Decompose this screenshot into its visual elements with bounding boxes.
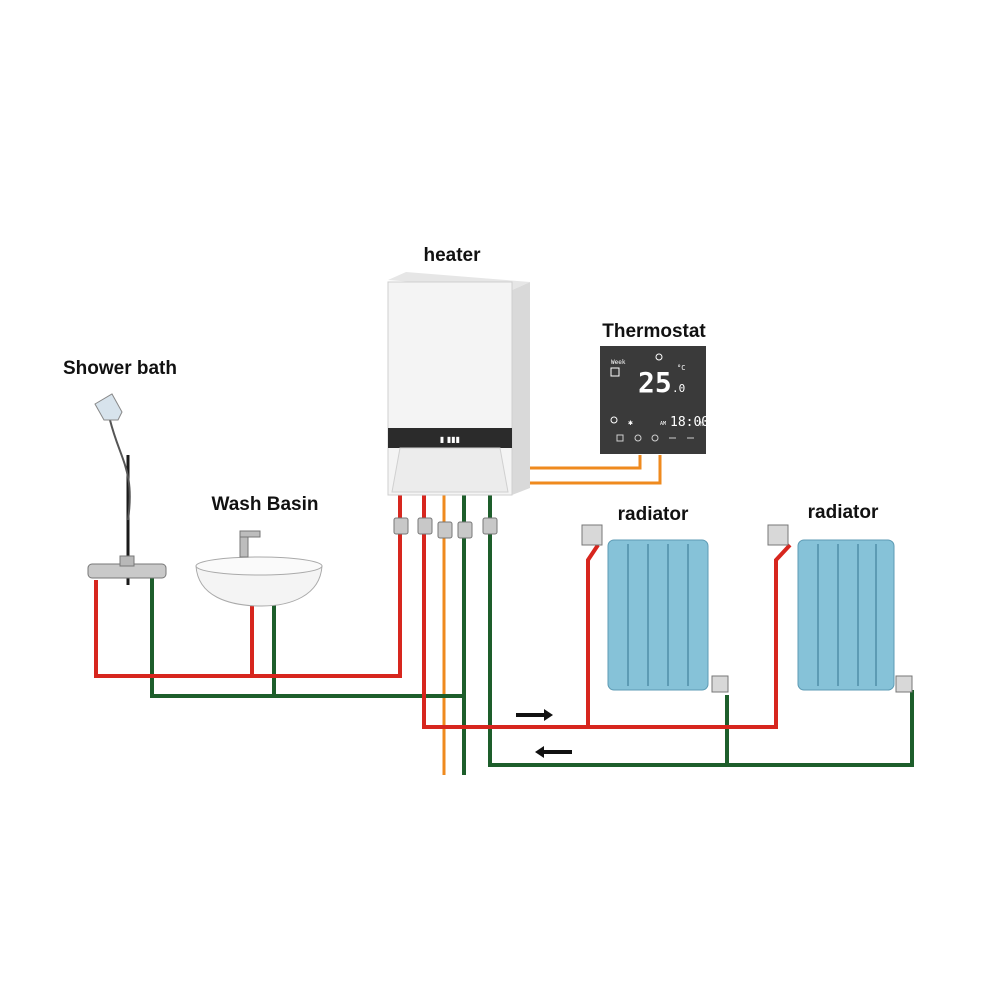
thermostat-time: 18:00 [670,415,709,430]
thermostat-menu-button [616,434,624,442]
radiator-2-outlet-valve [895,675,913,693]
supply-flow-arrow [516,709,553,721]
radiator-2-body [797,539,895,691]
valve-2 [417,517,433,535]
supply-pipe-left [94,495,402,678]
basin-bowl [195,565,323,607]
label-radiator-2: radiator [808,502,879,523]
radiator-1-supply-riser [586,543,600,727]
radiator-2-inlet-valve [767,524,789,546]
heater-side [512,282,530,495]
label-heater: heater [423,245,481,266]
thermostat-am-label: AM [660,421,666,427]
valve-4 [457,521,473,539]
control-wire-upper [510,455,642,470]
supply-pipes [94,495,792,729]
heater-control-panel [388,428,512,448]
thermostat-temperature: 25 [638,366,672,399]
radiator-supply-pipe [422,495,792,729]
return-pipe-left [150,578,464,698]
basin-rim [195,556,323,576]
heater-unit: ▮ ▮▮▮ [387,272,530,496]
thermostat-sun-icon: ✱ [628,418,633,427]
thermostat-unit: Week 25 .0 °C AM 18:00 h ✱ [600,346,709,454]
valve-5 [482,517,498,535]
label-shower: Shower bath [63,358,177,379]
thermostat-power-button [634,434,642,442]
heater-bottom-cover [391,447,509,493]
radiator-1-outlet-valve [711,675,729,693]
valve-1 [393,517,409,535]
heater-brand: ▮ ▮▮▮ [440,435,460,444]
shower-fixture [87,393,167,585]
radiator-2-fins [817,544,877,686]
label-wash-basin: Wash Basin [212,494,319,515]
label-thermostat: Thermostat [602,321,706,342]
radiator-1-body [607,539,709,691]
shower-mixer-knob [119,555,135,567]
thermostat-clock-icon [610,416,618,424]
shower-hose [109,419,131,521]
heater-valves [393,517,498,539]
label-radiator-1: radiator [618,504,689,525]
return-flow-arrow [535,746,572,758]
radiator-return-pipe [488,495,914,767]
radiator-1-inlet-valve [581,524,603,546]
valve-3 [437,521,453,539]
radiator-2 [767,524,913,693]
shower-head-icon [94,393,123,421]
basin-faucet-spout [239,530,261,538]
thermostat-week-label: Week [611,359,626,366]
thermostat-mode-button [651,434,659,442]
radiator-1-fins [627,544,689,686]
wash-basin-fixture [195,530,323,607]
thermostat-temperature-decimal: .0 [672,382,685,395]
radiator-1 [581,524,729,693]
return-pipes [150,495,914,775]
thermostat-unit: °C [677,364,685,372]
thermostat-touch-buttons [616,434,694,442]
thermostat-time-suffix: h [700,421,704,428]
thermostat-calendar-icon [610,367,620,377]
thermostat-power-icon [655,353,663,361]
flow-arrows [516,709,572,758]
control-wire-lower [510,455,662,485]
